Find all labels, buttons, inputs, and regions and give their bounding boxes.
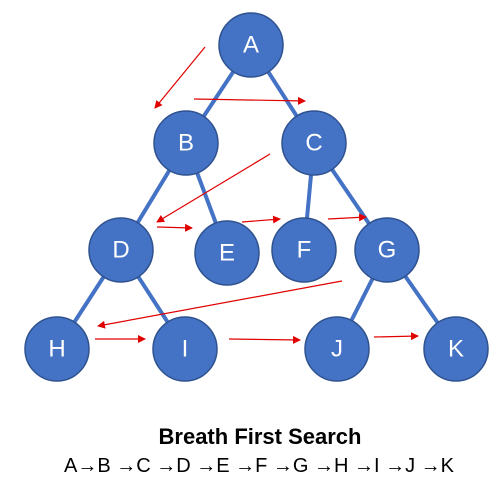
node-circle <box>281 110 347 176</box>
node-circle <box>304 316 370 382</box>
tree-edges <box>55 43 458 351</box>
node-circle <box>423 316 489 382</box>
node-h: H <box>24 316 90 382</box>
node-e: E <box>194 220 260 286</box>
traversal-order-text: A→B →C →D →E →F →G →H →I →J →K <box>63 455 455 477</box>
node-circle <box>24 316 90 382</box>
node-c: C <box>281 110 347 176</box>
traversal-arrow-j-k <box>373 332 419 341</box>
node-circle <box>194 220 260 286</box>
node-circle <box>88 217 154 283</box>
node-i: I <box>152 316 218 382</box>
node-label: G <box>378 236 397 263</box>
node-j: J <box>304 316 370 382</box>
node-circle <box>153 110 219 176</box>
diagram-title: Breath First Search <box>158 424 362 449</box>
node-circle <box>218 12 284 78</box>
traversal-arrow-g-h <box>97 280 343 329</box>
node-label: J <box>331 335 343 362</box>
traversal-arrow-e-f <box>241 215 281 224</box>
node-b: B <box>153 110 219 176</box>
node-f: F <box>271 217 337 283</box>
node-label: H <box>48 335 65 362</box>
traversal-arrow-d-e <box>156 223 193 232</box>
tree-nodes: A B C D E F G H I J K <box>24 12 489 382</box>
traversal-arrow-f-g <box>327 213 367 222</box>
node-label: C <box>305 129 322 156</box>
node-circle <box>354 217 420 283</box>
node-a: A <box>218 12 284 78</box>
node-label: I <box>182 335 189 362</box>
traversal-arrows <box>95 46 419 344</box>
node-label: A <box>243 31 259 58</box>
traversal-arrow-b-c <box>193 96 306 105</box>
node-label: K <box>448 335 464 362</box>
traversal-arrow-c-d <box>156 153 271 223</box>
traversal-arrow-i-j <box>228 335 301 344</box>
node-d: D <box>88 217 154 283</box>
node-circle <box>152 316 218 382</box>
node-label: F <box>297 236 312 263</box>
node-circle <box>271 217 337 283</box>
node-g: G <box>354 217 420 283</box>
node-label: B <box>178 129 194 156</box>
traversal-arrow-a-b <box>154 46 206 109</box>
node-label: E <box>219 239 235 266</box>
node-k: K <box>423 316 489 382</box>
node-label: D <box>112 236 129 263</box>
